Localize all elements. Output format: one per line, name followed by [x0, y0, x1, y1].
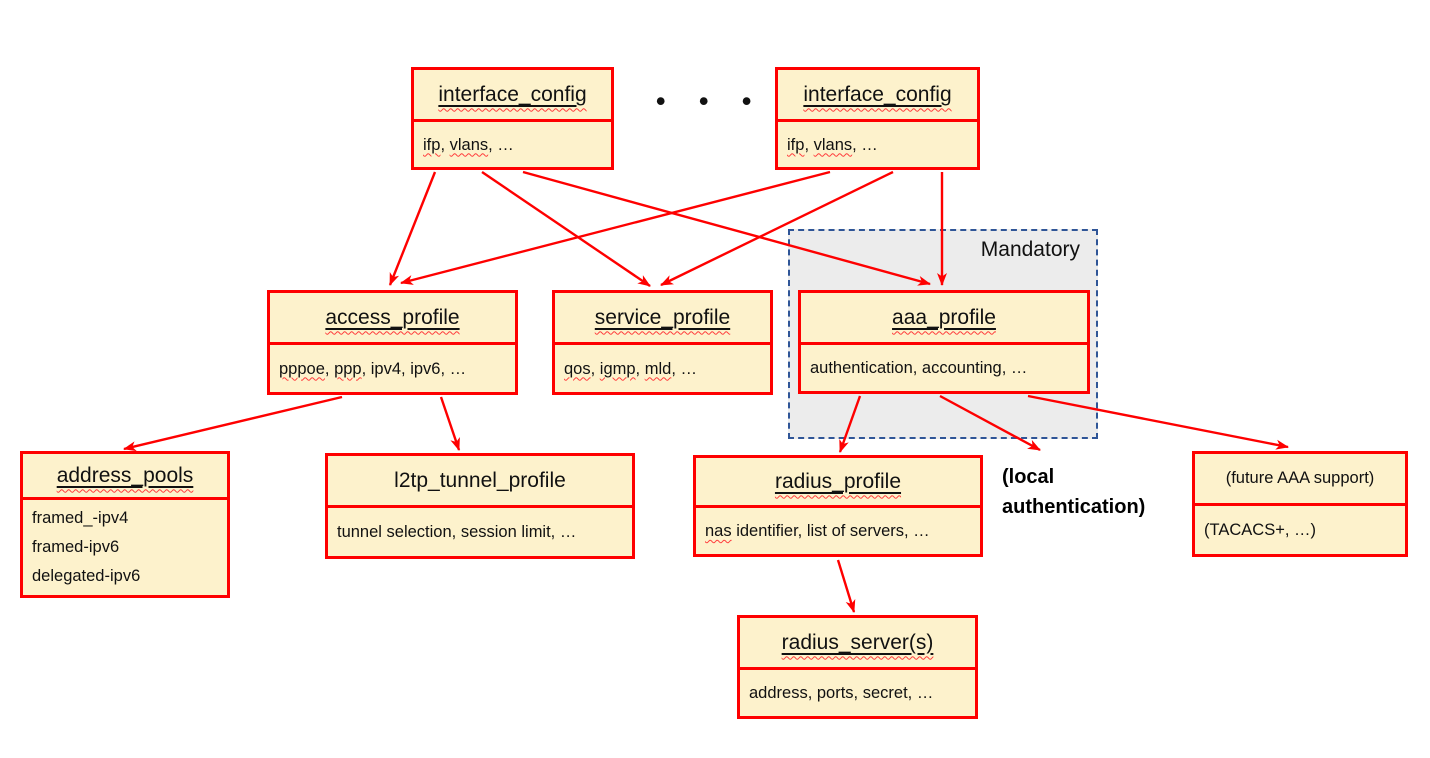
node-title: service_profile: [555, 293, 770, 345]
node-radius-profile: radius_profile nas identifier, list of s…: [693, 455, 983, 557]
node-l2tp-tunnel-profile: l2tp_tunnel_profile tunnel selection, se…: [325, 453, 635, 559]
node-title: address_pools: [23, 454, 227, 500]
node-access-profile: access_profile pppoe, ppp, ipv4, ipv6, …: [267, 290, 518, 395]
node-future-aaa-support: (future AAA support) (TACACS+, …): [1192, 451, 1408, 557]
ellipsis-dots: • • •: [656, 86, 765, 116]
node-body: nas identifier, list of servers, …: [705, 522, 930, 540]
node-title: (future AAA support): [1195, 454, 1405, 506]
arrow-ifcR-to-access: [400, 170, 831, 285]
arrow-access-to-address-pools: [123, 395, 343, 452]
node-body: ifp, vlans, …: [787, 135, 878, 154]
node-title: radius_profile: [696, 458, 980, 508]
node-body: address, ports, secret, …: [749, 684, 934, 702]
arrow-ifcL-to-service: [481, 171, 651, 287]
arrow-access-to-l2tp: [439, 396, 461, 451]
node-body: pppoe, ppp, ipv4, ipv6, …: [279, 359, 467, 378]
node-body: authentication, accounting, …: [810, 359, 1028, 377]
node-aaa-profile: aaa_profile authentication, accounting, …: [798, 290, 1090, 394]
node-radius-servers: radius_server(s) address, ports, secret,…: [737, 615, 978, 719]
node-title: access_profile: [270, 293, 515, 345]
node-body: tunnel selection, session limit, …: [337, 523, 577, 541]
node-title: interface_config: [414, 70, 611, 122]
arrow-radius-profile-to-radius-servers: [836, 559, 856, 613]
node-service-profile: service_profile qos, igmp, mld, …: [552, 290, 773, 395]
node-body: qos, igmp, mld, …: [564, 359, 697, 378]
node-interface-config-left: interface_config ifp, vlans, …: [411, 67, 614, 170]
mandatory-label: Mandatory: [980, 238, 1080, 261]
node-interface-config-right: interface_config ifp, vlans, …: [775, 67, 980, 170]
node-title: aaa_profile: [801, 293, 1087, 345]
node-body: ifp, vlans, …: [423, 135, 514, 154]
node-body: (TACACS+, …): [1204, 521, 1316, 539]
local-authentication-note: (local authentication): [1002, 466, 1146, 518]
arrow-ifcL-to-access: [388, 171, 437, 286]
node-title: radius_server(s): [740, 618, 975, 670]
node-title: interface_config: [778, 70, 977, 122]
node-title: l2tp_tunnel_profile: [328, 456, 632, 508]
